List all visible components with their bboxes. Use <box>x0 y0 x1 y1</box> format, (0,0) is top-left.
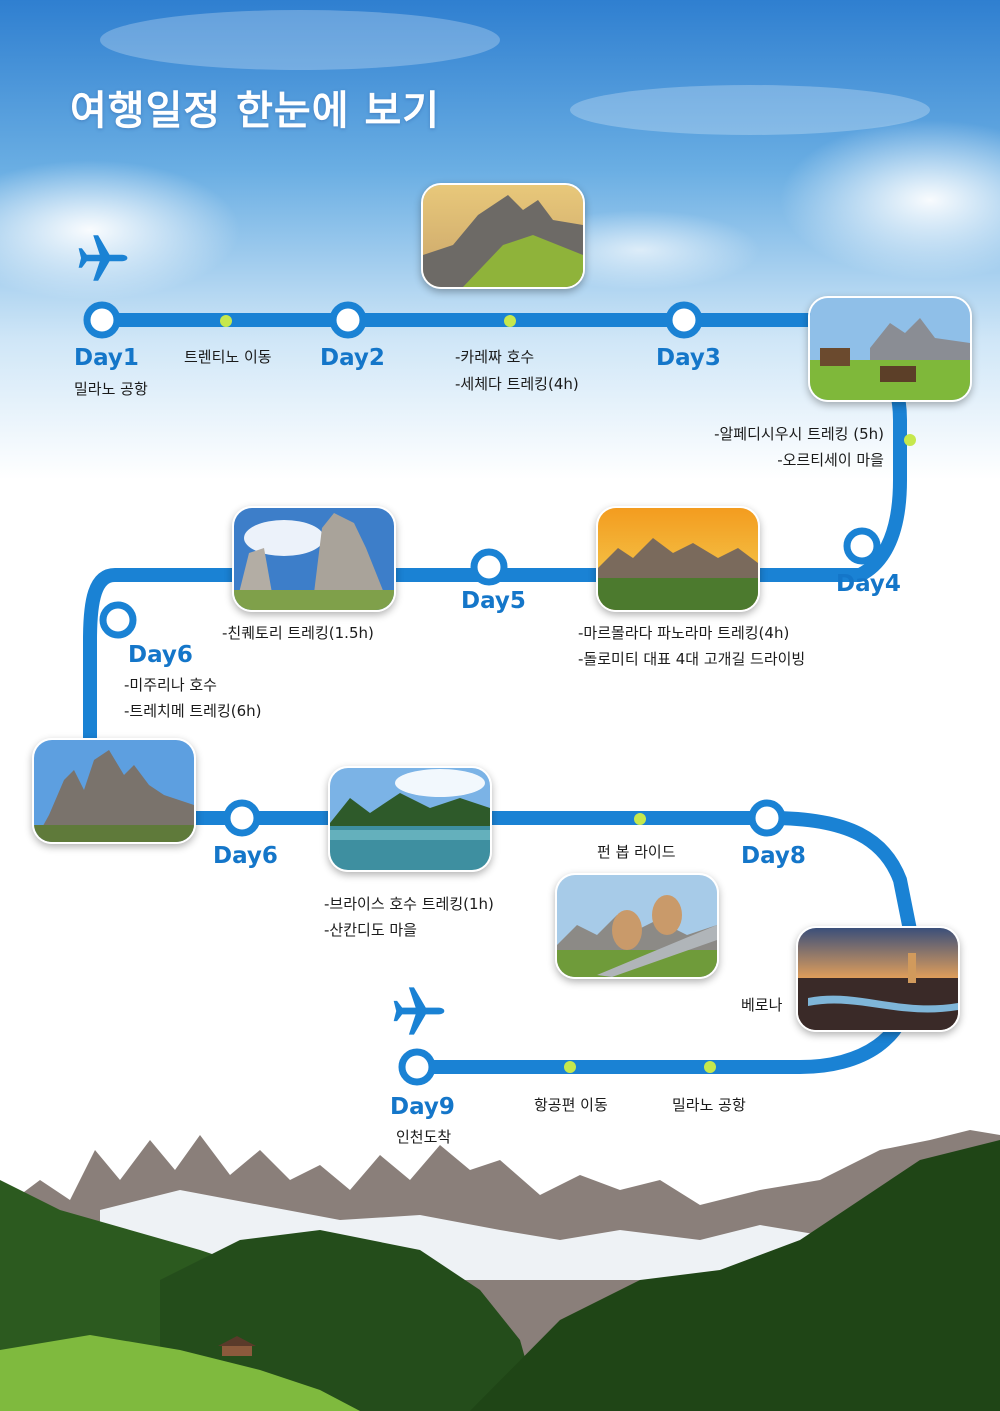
photo-dolomiti-sunset <box>596 506 760 612</box>
waypoint-dot <box>504 315 516 327</box>
photo-alpe-di-siusi <box>808 296 972 402</box>
stop-label: -마르몰라다 파노라마 트레킹(4h) <box>578 624 790 642</box>
station-day6-a <box>99 601 137 639</box>
stop-label: -미주리나 호수 <box>124 676 217 694</box>
stop-label: 항공편 이동 <box>534 1096 608 1114</box>
photo-braies-lake <box>328 766 492 872</box>
day-label: Day3 <box>656 345 721 371</box>
station-day3 <box>665 301 703 339</box>
waypoint-dot <box>564 1061 576 1073</box>
day-label: Day9 <box>390 1094 455 1120</box>
station-day6-b <box>223 799 261 837</box>
waypoint-dot <box>220 315 232 327</box>
day-label: Day6 <box>128 642 193 668</box>
stop-label: 인천도착 <box>396 1128 452 1146</box>
station-day4 <box>843 527 881 565</box>
photo-verona-night <box>796 926 960 1032</box>
waypoint-dot <box>904 434 916 446</box>
photo-cinque-torri <box>232 506 396 612</box>
stop-label: -브라이스 호수 트레킹(1h) <box>324 895 494 913</box>
photo-seceda-peaks <box>421 183 585 289</box>
airplane-icon <box>78 235 128 281</box>
stop-label: -세체다 트레킹(4h) <box>455 375 579 393</box>
station-day2 <box>329 301 367 339</box>
day-label: Day5 <box>461 588 526 614</box>
waypoint-dot <box>704 1061 716 1073</box>
day-label: Day2 <box>320 345 385 371</box>
stop-label: 트렌티노 이동 <box>184 348 272 366</box>
stop-label: -친퀘토리 트레킹(1.5h) <box>222 624 374 642</box>
mountain-landscape-footer <box>0 1130 1000 1411</box>
day-label: Day8 <box>741 843 806 869</box>
stop-label: 밀라노 공항 <box>74 380 148 398</box>
page-title: 여행일정 한눈에 보기 <box>70 88 441 134</box>
station-day8 <box>748 799 786 837</box>
stop-label: -오르티세이 마을 <box>777 451 884 469</box>
stop-label: -알페디시우시 트레킹 (5h) <box>714 425 884 443</box>
station-day9 <box>398 1048 436 1086</box>
stop-label: -산칸디도 마을 <box>324 921 417 939</box>
stop-label: 베로나 <box>741 996 783 1014</box>
photo-fun-bob-ride <box>555 873 719 979</box>
station-day5 <box>470 548 508 586</box>
stop-label: -돌로미티 대표 4대 고개길 드라이빙 <box>578 650 806 668</box>
airplane-icon <box>393 987 445 1035</box>
day-label: Day1 <box>74 345 139 371</box>
stop-label: 밀라노 공항 <box>672 1096 746 1114</box>
station-day1 <box>83 301 121 339</box>
stop-label: -트레치메 트레킹(6h) <box>124 702 262 720</box>
chalet <box>222 1346 252 1356</box>
stop-label: 펀 봅 라이드 <box>597 843 676 861</box>
photo-tre-cime <box>32 738 196 844</box>
day-label: Day4 <box>836 571 901 597</box>
waypoint-dot <box>634 813 646 825</box>
day-label: Day6 <box>213 843 278 869</box>
stop-label: -카레짜 호수 <box>455 348 535 366</box>
